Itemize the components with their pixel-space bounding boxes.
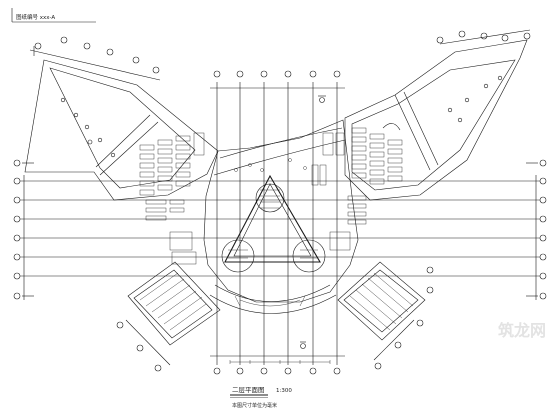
central-lobby	[169, 119, 359, 314]
drawing-title-block: 二层平面图 1:300 本图尺寸单位为毫米	[230, 386, 292, 409]
grid-bubbles-top-bottom	[213, 70, 341, 375]
horizontal-grid-lines	[20, 180, 540, 277]
header-note: 图纸编号 xxx-A	[11, 8, 96, 23]
header-note-text: 图纸编号 xxx-A	[16, 13, 55, 21]
vertical-grid-lines	[210, 82, 345, 365]
left-wing	[24, 36, 219, 221]
right-wing	[322, 29, 531, 225]
lower-left-wing	[116, 261, 221, 372]
drawing-title: 二层平面图	[232, 386, 265, 394]
grid-bubbles-side	[13, 159, 547, 300]
dimension-lines	[229, 360, 331, 364]
drawing-scale: 1:300	[276, 388, 292, 394]
lower-right-wing	[337, 261, 434, 370]
drawing-subtitle: 本图尺寸单位为毫米	[232, 402, 277, 409]
watermark-text: 筑龙网	[498, 321, 546, 340]
